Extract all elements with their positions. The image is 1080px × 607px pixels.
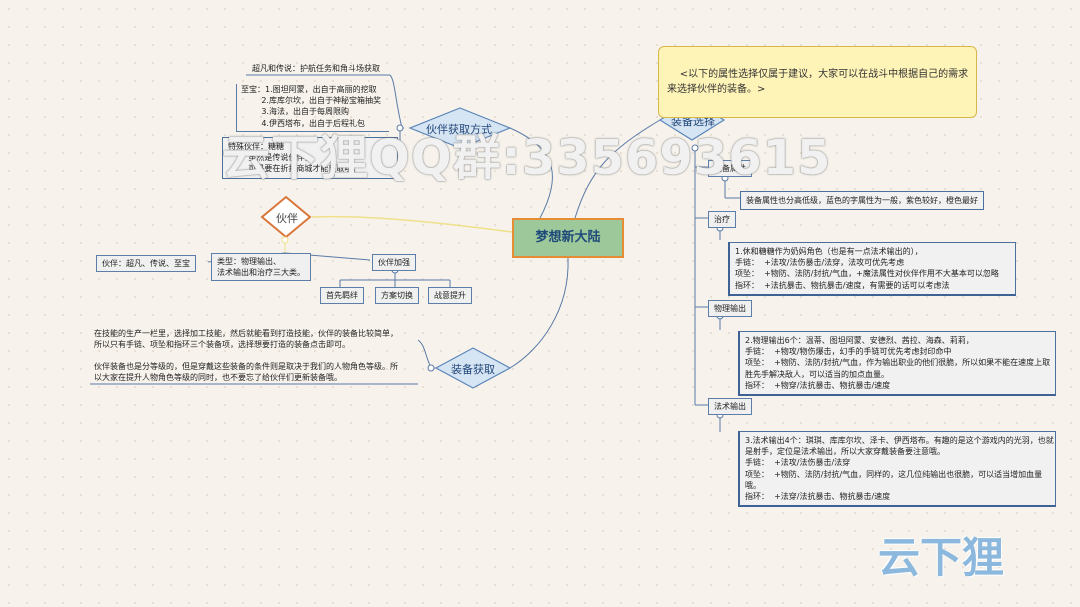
companion-sub-bond[interactable]: 首先羁绊 — [320, 287, 364, 305]
branch-companion-source-label[interactable]: 伙伴获取方式 — [426, 123, 492, 136]
companion-rarity[interactable]: 伙伴：超凡、传说、至宝 — [96, 255, 196, 273]
equip-attr-tag[interactable]: 装备属性 — [708, 160, 752, 178]
source-special[interactable]: 特殊伙伴：糖糖 虽然是传说伙伴， 可是要在折扣商城才能获取哦。 — [222, 137, 398, 179]
link-center-companion-source — [509, 127, 553, 219]
source-treasure[interactable]: 至宝：1.图坦阿蒙，出自于高丽的挖取 2.库库尔坎，出自于神秘宝箱抽奖 3.海法… — [236, 84, 389, 132]
equip-attr-text[interactable]: 装备属性也分高低级，蓝色的字属性为一般，紫色较好，橙色最好 — [740, 191, 984, 211]
equip-phys-tag[interactable]: 物理输出 — [708, 300, 752, 318]
equip-phys-text[interactable]: 2.物理输出6个：温蒂、图坦阿蒙、安德烈、茜拉、海森、莉莉， 手链： +物攻/物… — [738, 331, 1056, 396]
branch-equip-get-label[interactable]: 装备获取 — [451, 363, 495, 376]
diamond-equip-get — [434, 347, 512, 389]
central-topic-label: 梦想新大陆 — [535, 229, 601, 245]
equip-get-level[interactable]: 伙伴装备也是分等级的，但是穿戴这些装备的条件则是取决于我们的人物角色等级。所 以… — [94, 362, 398, 383]
branch-equip-select-label[interactable]: 装备选择 — [671, 115, 715, 128]
equip-get-crafting[interactable]: 在技能的生产一栏里，选择加工技能，然后就能看到打造技能，伙伴的装备比较简单， 所… — [94, 329, 398, 350]
equip-advice-note[interactable]: <以下的属性选择仅属于建议，大家可以在战斗中根据自己的需求 来选择伙伴的装备。> — [658, 46, 978, 118]
link-center-equip-select — [574, 119, 661, 219]
source-normal-legend[interactable]: 超凡和传说：护航任务和角斗场获取 — [252, 64, 380, 73]
link-center-companion — [311, 215, 513, 233]
companion-sub-plan[interactable]: 方案切换 — [375, 287, 419, 305]
equip-magic-tag[interactable]: 法术输出 — [708, 398, 752, 416]
equip-heal-tag[interactable]: 治疗 — [708, 211, 736, 229]
equip-magic-text[interactable]: 3.法术输出4个：琪琪、库库尔坎、泽卡、伊西塔布。有趣的是这个游戏内的光羽，也就… — [738, 431, 1056, 508]
central-topic[interactable]: 梦想新大陆 — [512, 218, 624, 258]
branch-companion-label[interactable]: 伙伴 — [276, 212, 298, 225]
link-source-items — [389, 74, 403, 129]
companion-sub-spirit[interactable]: 战意提升 — [428, 287, 472, 305]
equip-advice-note-text: <以下的属性选择仅属于建议，大家可以在战斗中根据自己的需求 来选择伙伴的装备。> — [667, 69, 969, 95]
diamond-companion-source — [408, 107, 512, 149]
equip-heal-text[interactable]: 1.休和糖糖作为奶妈角色（也是有一点法术输出的）， 手链： +法攻/法伤暴击/法… — [728, 242, 1016, 296]
companion-enhance[interactable]: 伙伴加强 — [372, 254, 416, 272]
companion-types[interactable]: 类型：物理输出、 法术输出和治疗三大类。 — [211, 253, 311, 282]
link-center-equip-get — [509, 257, 569, 369]
